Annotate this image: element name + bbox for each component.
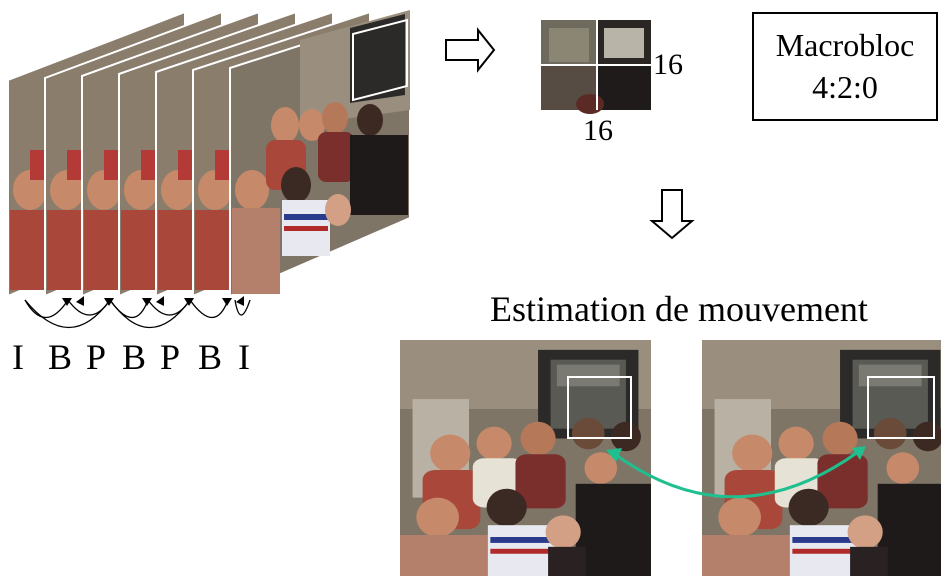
frame-type-label: B	[198, 337, 223, 377]
macroblock-width-label: 16	[653, 48, 683, 81]
frame-type-label: I	[238, 337, 250, 377]
macroblock-height-label: 16	[583, 114, 613, 147]
macroblock-format-sampling: 4:2:0	[812, 69, 878, 105]
frame-type-label: P	[86, 337, 107, 377]
frame-type-label: B	[122, 337, 147, 377]
search-block-left	[567, 376, 632, 439]
macroblock-format-box: Macrobloc 4:2:0	[752, 12, 938, 121]
macroblock-tile	[541, 20, 651, 114]
search-block-right	[867, 376, 935, 439]
hollow-down-arrow-icon	[649, 189, 695, 240]
arc-i-b	[24, 299, 69, 318]
arc-arrowheads	[62, 296, 244, 306]
arc-b-i	[234, 299, 251, 316]
motion-vector-arrow	[606, 446, 866, 499]
arc-b-p2	[147, 299, 191, 316]
arc-p-p	[109, 299, 191, 328]
photo-reference-frame	[400, 340, 651, 576]
frame-front	[229, 8, 411, 298]
frame-type-label: B	[48, 337, 73, 377]
arc-b-p	[67, 299, 111, 316]
arc-p-b	[109, 299, 149, 318]
frame-stack	[7, 8, 411, 298]
arc-p-b2	[189, 299, 229, 318]
prediction-arcs	[24, 299, 251, 329]
macroblock-format-title: Macrobloc	[775, 27, 915, 63]
motion-estimation-title: Estimation de mouvement	[490, 289, 868, 329]
frame-type-label: I	[12, 337, 24, 377]
hollow-right-arrow-icon	[445, 27, 496, 73]
frame-type-label: P	[160, 337, 181, 377]
photo-current-frame	[702, 340, 941, 576]
